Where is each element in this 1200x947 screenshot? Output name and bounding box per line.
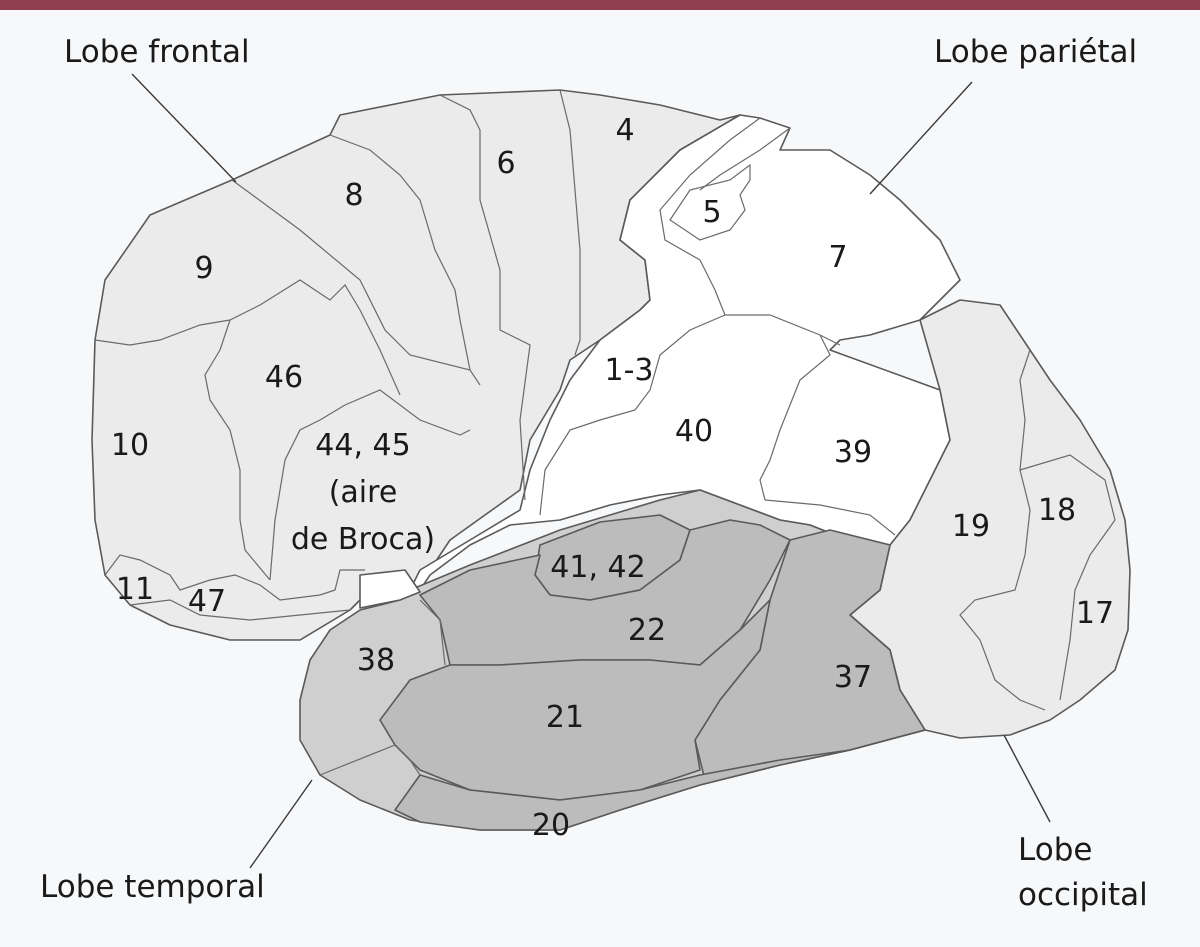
region-sylvian-notch [359,569,421,609]
area-label-38: 38 [357,643,395,678]
region-boundaries [94,89,1116,776]
lobe-label-parietal: Lobe pariétal [934,34,1137,70]
lobe-label-frontal: Lobe frontal [64,34,250,70]
area-label-6: 6 [496,146,515,181]
area-label-44-45-line1: 44, 45 [315,428,410,463]
area-label-1-3: 1-3 [605,353,654,388]
leader-occipital [1003,734,1051,823]
area-labels: 4 6 8 9 46 10 44, 45 (aire de Broca) 11 … [111,113,1114,843]
leader-parietal [869,81,973,195]
area-label-47: 47 [188,584,226,619]
area-label-37: 37 [834,660,872,695]
area-label-21: 21 [546,700,584,735]
area-label-7: 7 [828,240,847,275]
leader-frontal [131,73,237,183]
lobe-label-occipital-line1: Lobe [1018,832,1092,868]
area-label-19: 19 [952,509,990,544]
region-occipital-lobe [849,299,1131,739]
area-label-44-45-line3: de Broca) [291,522,435,557]
top-accent-rule [0,0,1200,10]
area-label-11: 11 [116,572,154,607]
area-label-40: 40 [675,414,713,449]
area-label-8: 8 [344,178,363,213]
lobe-label-temporal: Lobe temporal [40,869,265,905]
area-label-39: 39 [834,435,872,470]
area-label-44-45-line2: (aire [329,475,398,510]
area-label-46: 46 [265,360,303,395]
area-label-22: 22 [628,613,666,648]
area-label-18: 18 [1038,493,1076,528]
area-label-20: 20 [532,808,570,843]
area-label-4: 4 [615,113,634,148]
region-area-20 [394,729,926,831]
lobe-label-occipital-line2: occipital [1018,877,1148,913]
lobe-labels: Lobe frontal Lobe pariétal Lobe temporal… [40,34,1148,913]
area-label-17: 17 [1076,596,1114,631]
area-label-9: 9 [194,251,213,286]
area-label-41-42: 41, 42 [550,550,645,585]
leader-lines [131,73,1051,869]
leader-temporal [249,779,313,869]
area-label-5: 5 [702,195,721,230]
area-label-10: 10 [111,428,149,463]
